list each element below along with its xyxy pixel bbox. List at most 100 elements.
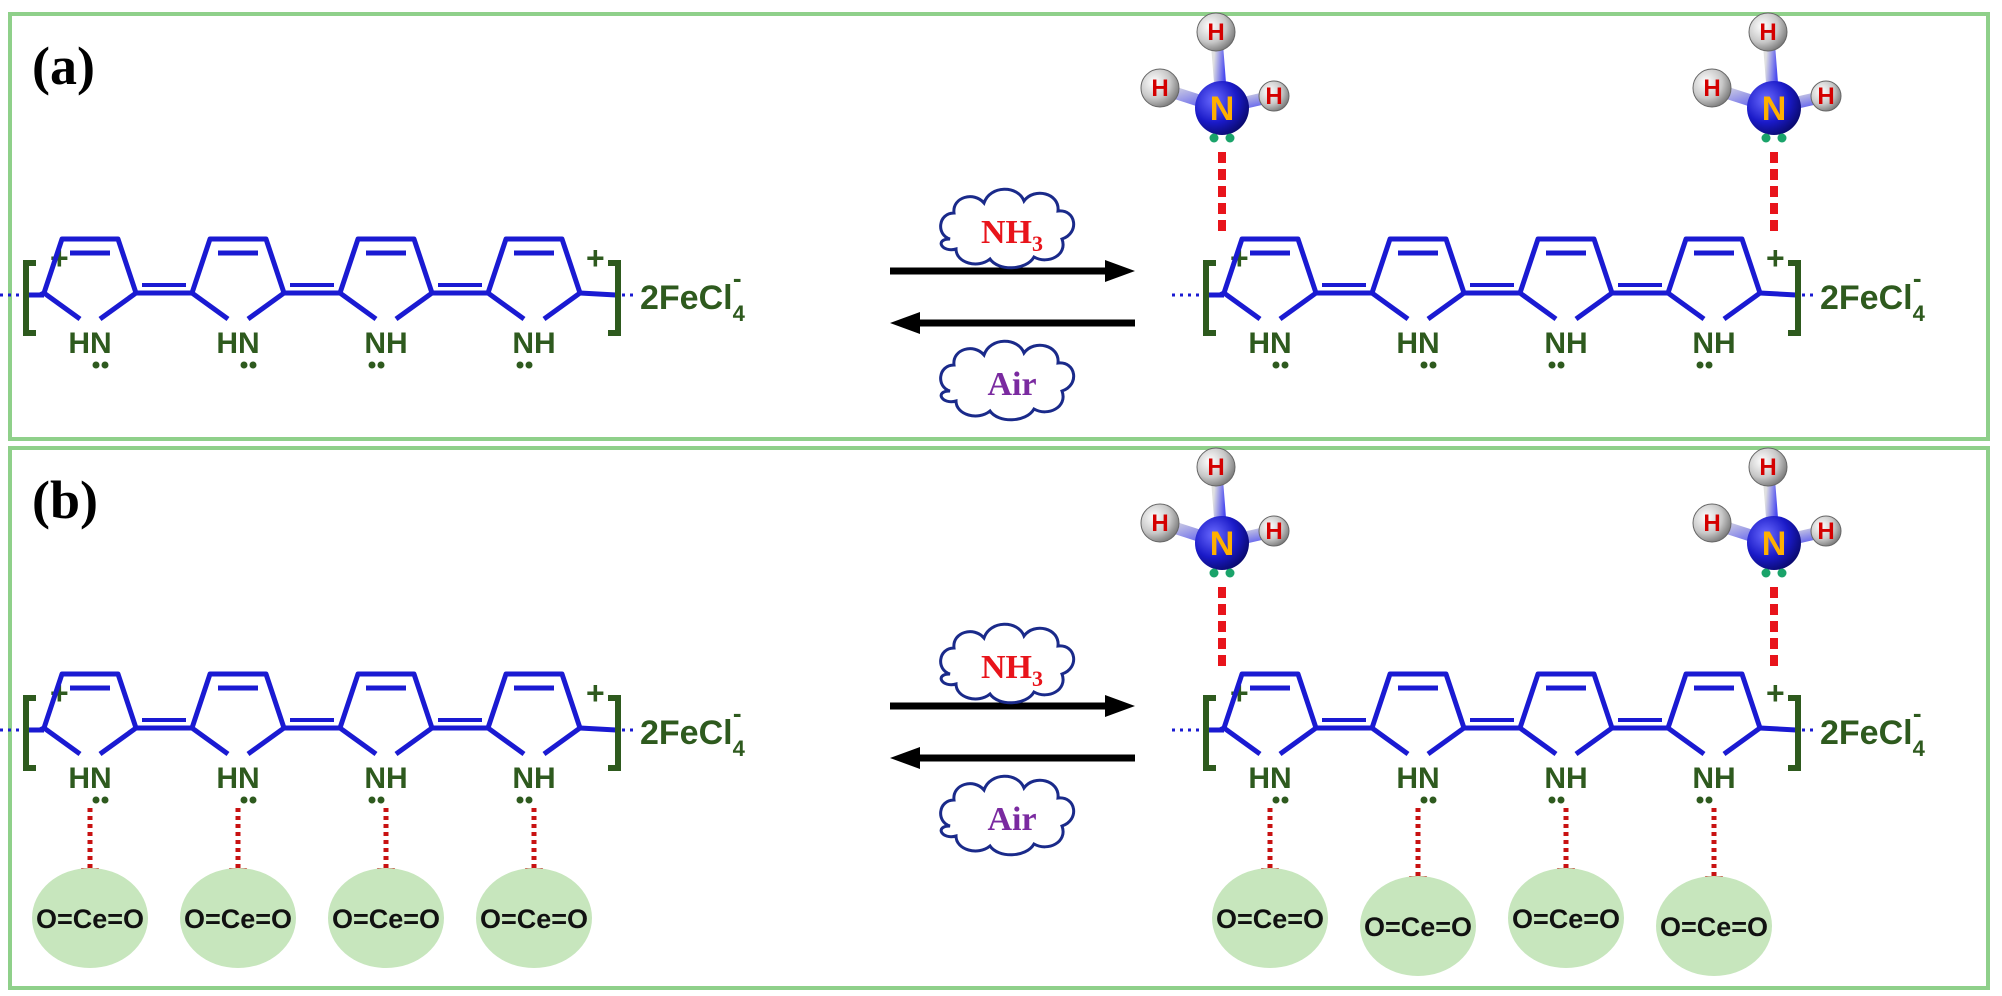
ceo2-label-right-2: O=Ce=O (1512, 904, 1620, 934)
ring-bond-right-0 (1278, 290, 1318, 322)
nh3-cloud (939, 622, 1075, 705)
lone-pair-dot (1272, 361, 1280, 369)
lone-pair-dot (1272, 796, 1280, 804)
ammonia-lone-pair (1777, 568, 1787, 578)
nh-label-1: HN (1396, 327, 1439, 360)
lone-pair-dot (525, 796, 533, 804)
lone-pair-dot (516, 796, 524, 804)
nitrogen-label: N (1762, 90, 1787, 128)
ring-bond-right-0 (98, 725, 138, 757)
ceo2-label-left-1: O=Ce=O (184, 904, 292, 934)
hydrogen-atom (1748, 12, 1788, 52)
ammonia-lone-pair (1209, 133, 1219, 143)
lone-pair-dot (1420, 361, 1428, 369)
left-bracket (1203, 695, 1216, 771)
lone-pair-dot (1705, 361, 1713, 369)
ammonia-lone-pair (1761, 568, 1771, 578)
lone-pair-dot (1557, 361, 1565, 369)
lone-pair-dot (101, 796, 109, 804)
hydrogen-label: H (1817, 518, 1834, 545)
ring-bond-right-2 (394, 725, 434, 757)
nh-label-3: NH (512, 762, 555, 795)
lone-pair-dot (1696, 361, 1704, 369)
counter-ion-superscript: - (1913, 698, 1922, 728)
panel-a-label: (a) (32, 36, 95, 96)
left-bracket (1203, 260, 1216, 336)
lone-pair-dot (1420, 796, 1428, 804)
ring-bond-left-1 (1370, 290, 1410, 322)
ring-bond-left-2 (1518, 725, 1558, 757)
ring-bond-right-3 (542, 290, 582, 322)
chain-bond-last (1759, 725, 1797, 733)
hydrogen-atom (1258, 80, 1290, 112)
nh-label-0: HN (1248, 762, 1291, 795)
pyrrole-ring-2 (1517, 671, 1615, 729)
ammonia-lone-pair (1777, 133, 1787, 143)
ceo2-particle-right-1 (1360, 876, 1476, 976)
pyrrole-ring-0 (41, 671, 139, 729)
ring-bond-right-0 (1278, 725, 1318, 757)
pyrrole-ring-2 (1517, 236, 1615, 294)
pyrrole-ring-0 (1221, 671, 1319, 729)
hydrogen-label: H (1759, 454, 1776, 481)
nitrogen-label: N (1210, 90, 1235, 128)
hydrogen-label: H (1265, 83, 1282, 110)
chain-bond-first (38, 725, 46, 733)
hydrogen-atom (1196, 12, 1236, 52)
ammonia-lone-pair (1209, 568, 1219, 578)
lone-pair-dot (101, 361, 109, 369)
ring-bond-right-3 (1722, 725, 1762, 757)
pyrrole-ring-3 (485, 236, 583, 294)
hydrogen-label: H (1207, 454, 1224, 481)
hydrogen-atom (1196, 447, 1236, 487)
nitrogen-atom-3 (1747, 516, 1801, 570)
nh-label-0: HN (1248, 327, 1291, 360)
lone-pair-dot (377, 796, 385, 804)
lone-pair-dot (249, 796, 257, 804)
hydrogen-label: H (1703, 75, 1720, 102)
pyrrole-ring-3 (1665, 236, 1763, 294)
reverse-arrow-head (890, 312, 920, 334)
ceo2-label-right-1: O=Ce=O (1364, 912, 1472, 942)
pyrrole-ring-2 (337, 236, 435, 294)
hydrogen-label: H (1703, 510, 1720, 537)
hydrogen-label: H (1817, 83, 1834, 110)
lone-pair-dot (240, 796, 248, 804)
panel-b-frame (8, 446, 1990, 990)
chain-bond-first (1218, 290, 1226, 298)
ring-bond-right-2 (1574, 290, 1614, 322)
chain-bond-last (579, 290, 617, 298)
counter-ion: 2FeCl4 - (1820, 263, 1926, 326)
nh3-label: NH3 (981, 649, 1043, 691)
right-bracket (1788, 260, 1801, 336)
nitrogen-label: N (1210, 525, 1235, 563)
lone-pair-dot (92, 361, 100, 369)
lone-pair-dot (1429, 796, 1437, 804)
counter-ion-subscript: 4 (1913, 301, 1926, 326)
nh-label-2: NH (364, 762, 407, 795)
lone-pair-dot (1557, 796, 1565, 804)
chain-bond-first (1218, 725, 1226, 733)
left-bracket (23, 260, 36, 336)
counter-ion-base: 2FeCl (1820, 279, 1913, 317)
panel-a-frame (8, 12, 1990, 441)
reverse-arrow-head (890, 747, 920, 769)
lone-pair-dot (1705, 796, 1713, 804)
ammonia-lone-pair (1761, 133, 1771, 143)
nh-label-1: HN (216, 327, 259, 360)
nh-label-0: HN (68, 327, 111, 360)
chain-bond-first (38, 290, 46, 298)
nitrogen-atom-0 (1195, 81, 1249, 135)
counter-ion: 2FeCl4- (640, 263, 746, 326)
ring-bond-left-0 (42, 290, 82, 322)
ring-bond-left-3 (486, 725, 526, 757)
left-bracket (23, 695, 36, 771)
air-cloud (939, 339, 1075, 422)
ring-bond-right-1 (1426, 725, 1466, 757)
air-text: Air (987, 366, 1036, 403)
lone-pair-dot (1429, 361, 1437, 369)
counter-ion-superscript: - (1913, 263, 1922, 293)
ceo2-particle-left-1 (180, 868, 296, 968)
pyrrole-ring-0 (41, 236, 139, 294)
